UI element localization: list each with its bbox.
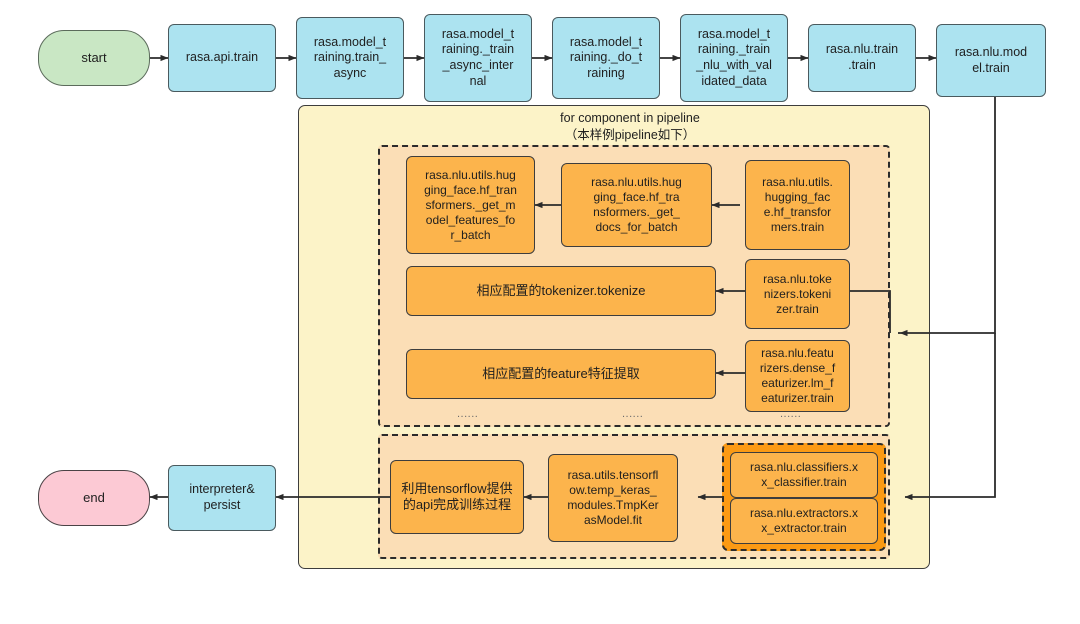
start-terminal[interactable]: start (38, 30, 150, 86)
end-terminal[interactable]: end (38, 470, 150, 526)
node-hf-get-model-features-for-batch[interactable]: rasa.nlu.utils.hug ging_face.hf_tran sfo… (406, 156, 535, 254)
node-configured-tokenizer-tokenize[interactable]: 相应配置的tokenizer.tokenize (406, 266, 716, 316)
node-tensorflow-api-training[interactable]: 利用tensorflow提供 的api完成训练过程 (390, 460, 524, 534)
node-tokenizer-train[interactable]: rasa.nlu.toke nizers.tokeni zer.train (745, 259, 850, 329)
node-hf-get-docs-for-batch[interactable]: rasa.nlu.utils.hug ging_face.hf_tra nsfo… (561, 163, 712, 247)
node-configured-feature-extraction[interactable]: 相应配置的feature特征提取 (406, 349, 716, 399)
node-interpreter-persist[interactable]: interpreter& persist (168, 465, 276, 531)
loop-label: for component in pipeline （本样例pipeline如下… (560, 111, 700, 142)
ellipsis-middle: ...... (622, 408, 644, 420)
node-extractor-train[interactable]: rasa.nlu.extractors.x x_extractor.train (730, 498, 878, 544)
node-do-training[interactable]: rasa.model_t raining._do_t raining (552, 17, 660, 99)
node-tmp-keras-model-fit[interactable]: rasa.utils.tensorfl ow.temp_keras_ modul… (548, 454, 678, 542)
node-train-async[interactable]: rasa.model_t raining.train_ async (296, 17, 404, 99)
node-dense-featurizer-lm-featurizer-train[interactable]: rasa.nlu.featu rizers.dense_f eaturizer.… (745, 340, 850, 412)
ellipsis-right: ...... (780, 408, 802, 420)
edge-nlumodel-down (985, 97, 996, 334)
node-train-nlu-with-validated-data[interactable]: rasa.model_t raining._train _nlu_with_va… (680, 14, 788, 102)
node-nlu-model-train[interactable]: rasa.nlu.mod el.train (936, 24, 1046, 97)
ellipsis-left: ...... (457, 408, 479, 420)
node-hf-transformers-train[interactable]: rasa.nlu.utils. hugging_fac e.hf_transfo… (745, 160, 850, 250)
node-train-async-internal[interactable]: rasa.model_t raining._train _async_inter… (424, 14, 532, 102)
node-classifier-train[interactable]: rasa.nlu.classifiers.x x_classifier.trai… (730, 452, 878, 498)
node-nlu-train-train[interactable]: rasa.nlu.train .train (808, 24, 916, 92)
node-rasa-api-train[interactable]: rasa.api.train (168, 24, 276, 92)
